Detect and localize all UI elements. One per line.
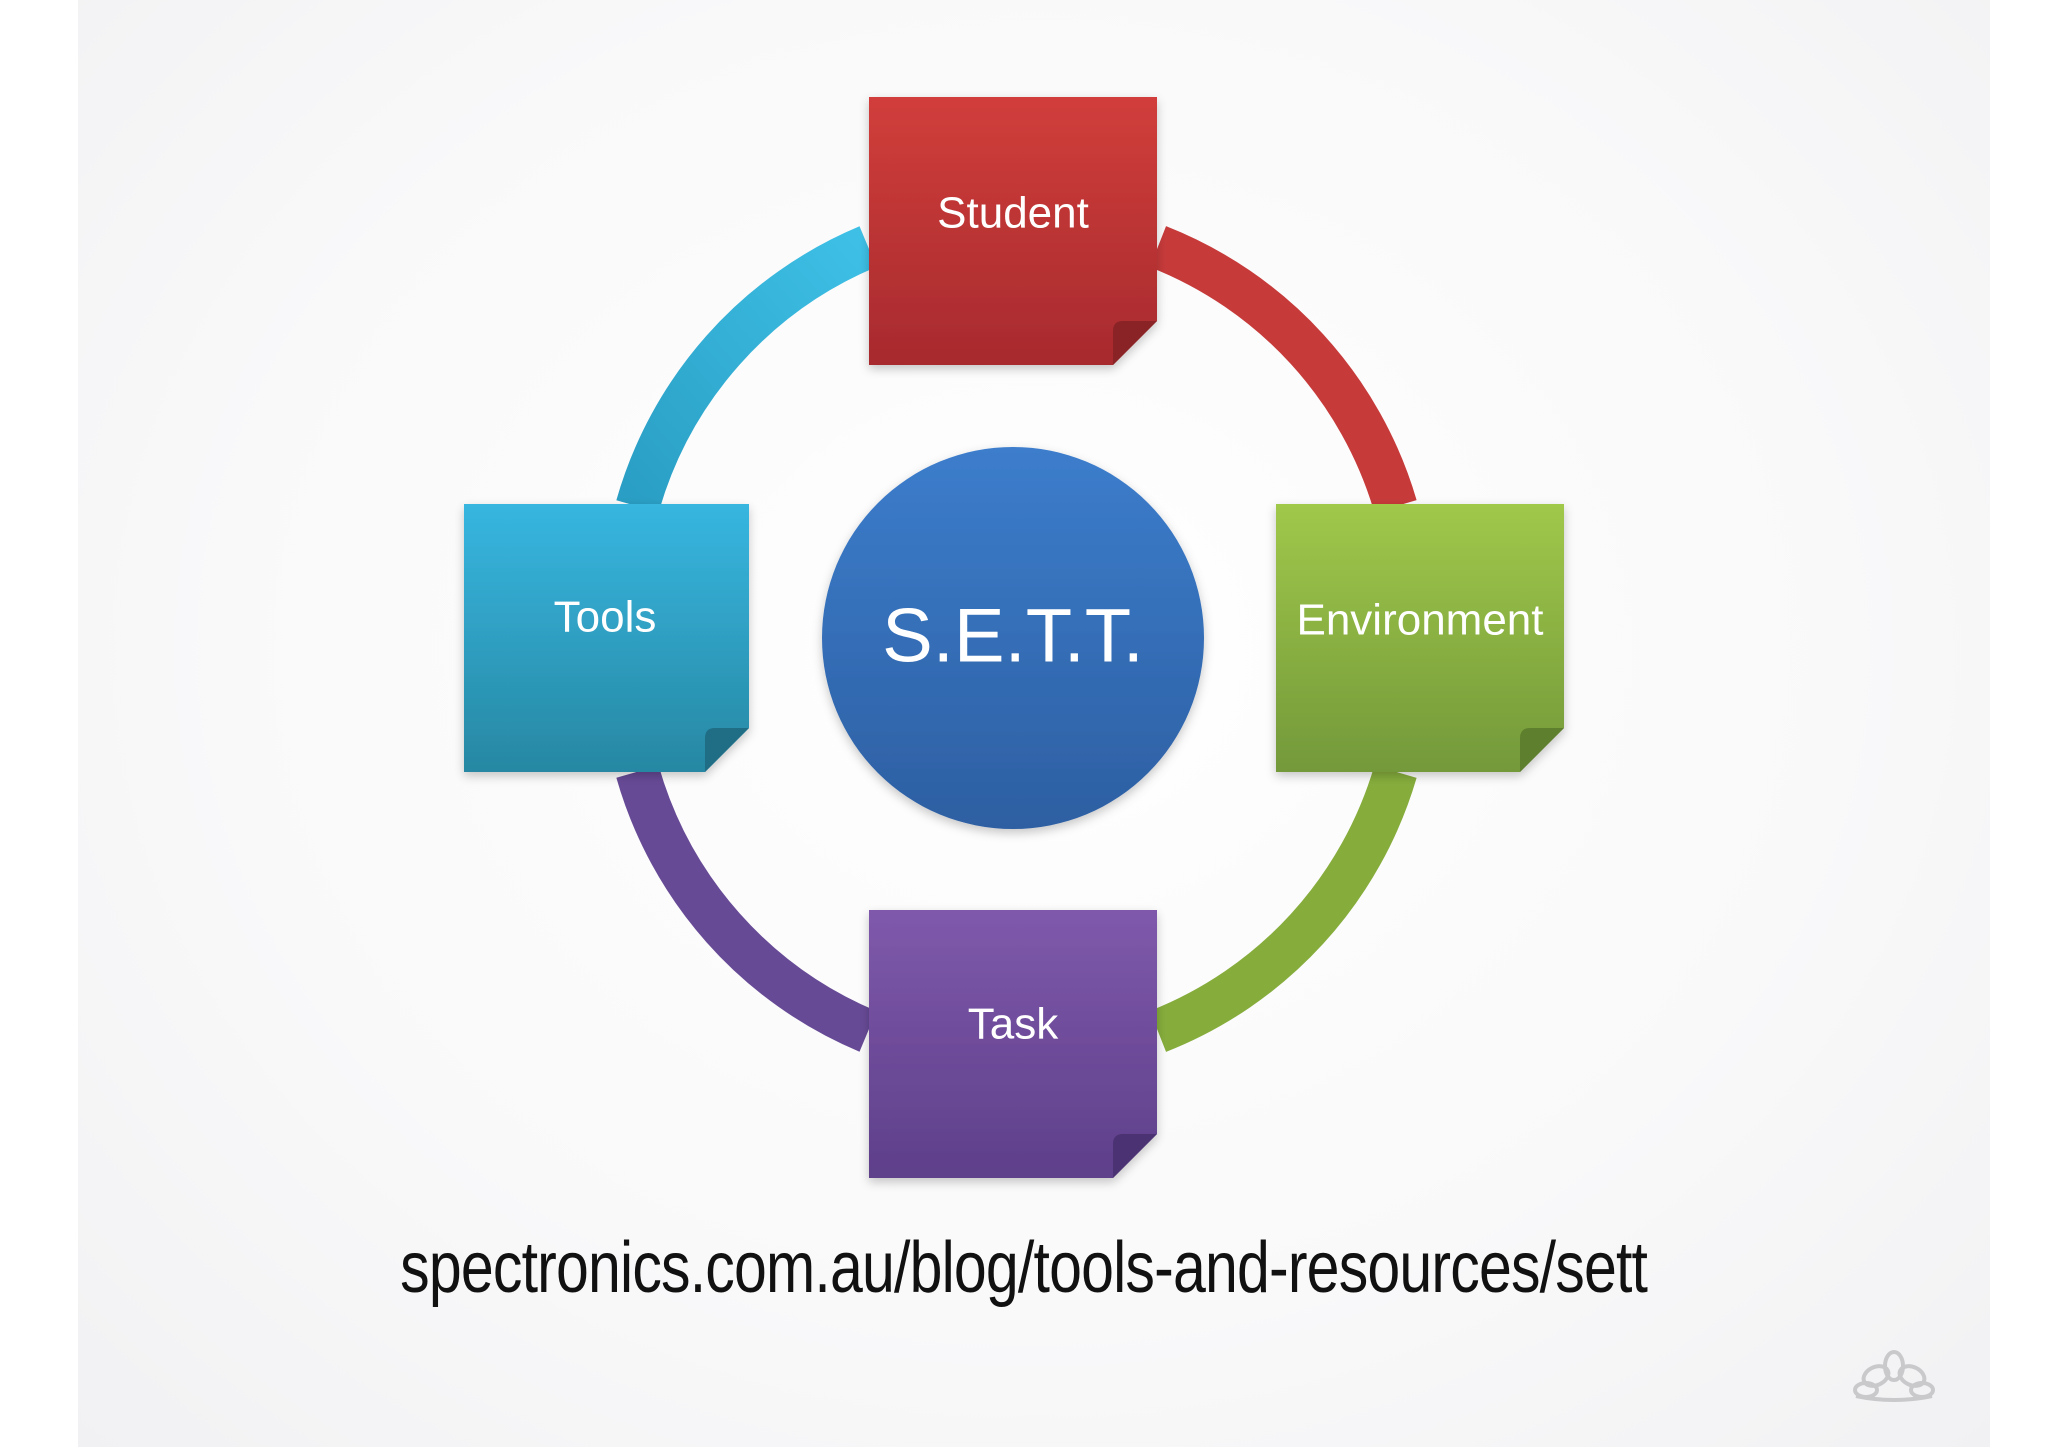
ring-arc-environment-to-task bbox=[1149, 765, 1417, 1052]
folded-corner bbox=[1113, 1134, 1157, 1178]
center-label: S.E.T.T. bbox=[882, 594, 1144, 679]
folded-corner bbox=[1113, 321, 1157, 365]
environment-label: Environment bbox=[1296, 596, 1543, 645]
student-label: Student bbox=[937, 189, 1089, 238]
folded-corner bbox=[1520, 728, 1564, 772]
node-student: Student bbox=[869, 97, 1157, 365]
node-environment: Environment bbox=[1276, 504, 1564, 772]
source-url: spectronics.com.au/blog/tools-and-resour… bbox=[400, 1228, 1648, 1308]
folded-corner bbox=[705, 728, 749, 772]
node-tools: Tools bbox=[464, 504, 749, 772]
node-task: Task bbox=[869, 910, 1157, 1178]
ring-arc-task-to-tools bbox=[616, 765, 877, 1052]
flower-logo-icon bbox=[1853, 1350, 1935, 1402]
ring-arc-tools-to-student bbox=[616, 226, 877, 513]
ring-arc-student-to-environment bbox=[1149, 226, 1417, 513]
tools-label: Tools bbox=[554, 593, 657, 642]
task-label: Task bbox=[968, 1000, 1059, 1049]
center-node: S.E.T.T. bbox=[822, 447, 1204, 829]
